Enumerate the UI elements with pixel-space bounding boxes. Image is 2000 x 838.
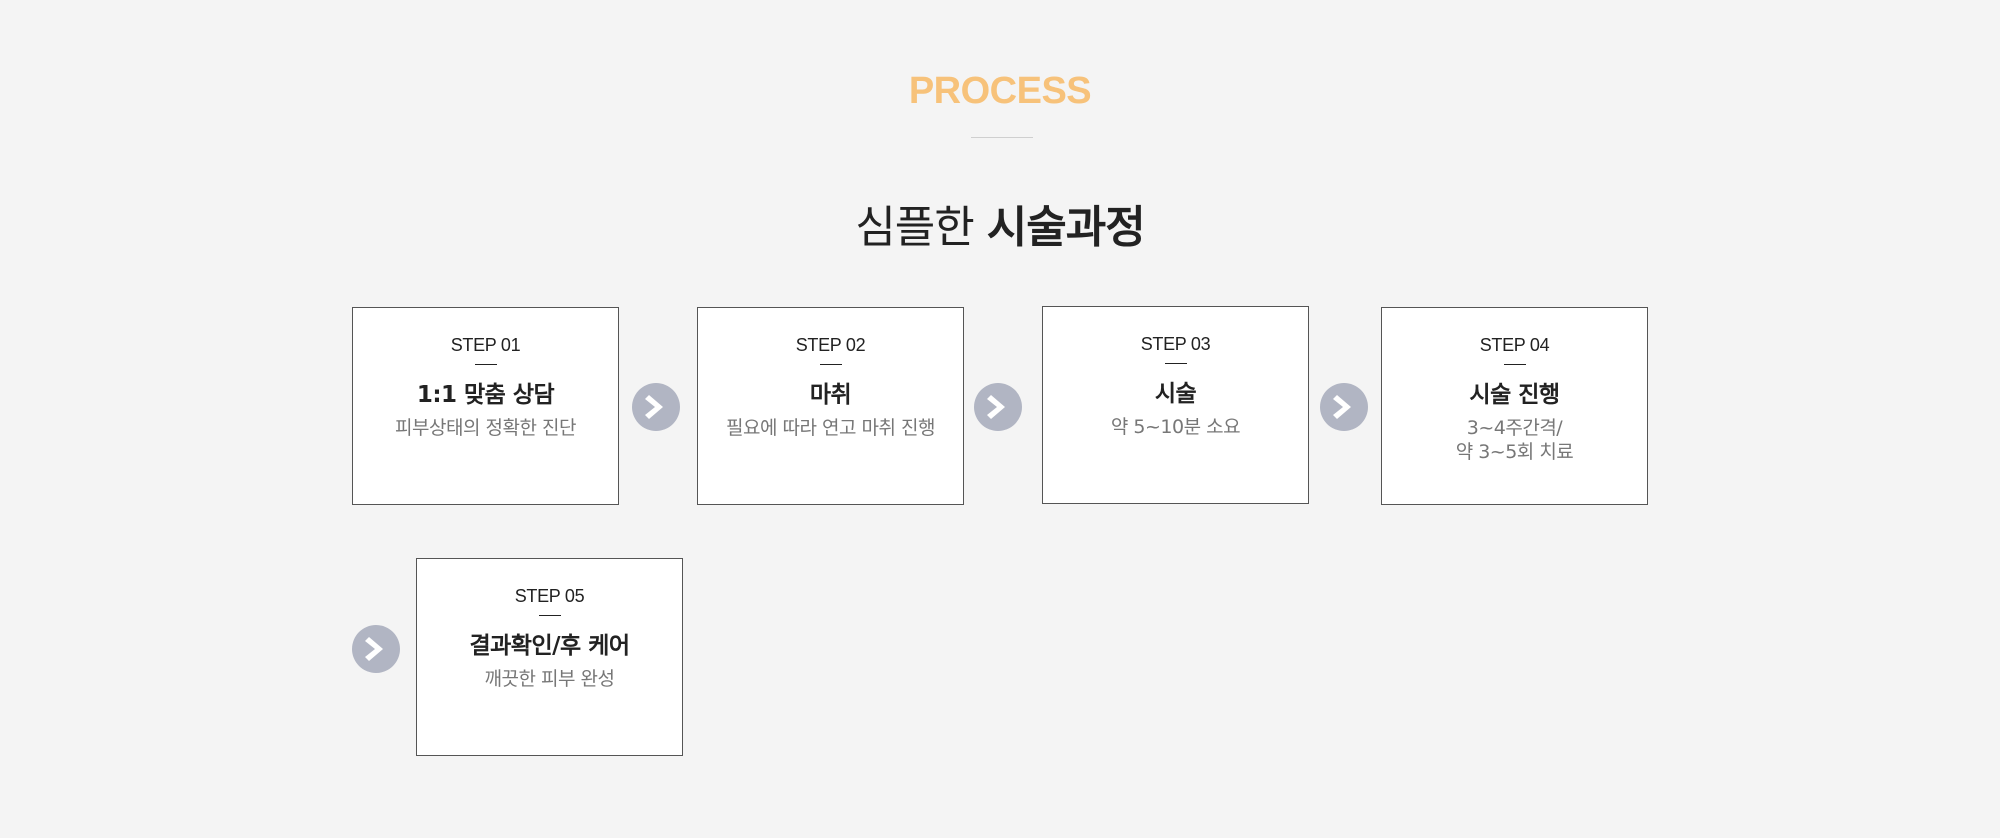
step-label: STEP 04 xyxy=(1479,335,1550,355)
step-title: 시술 xyxy=(1154,381,1197,407)
step-description-line: 피부상태의 정확한 진단 xyxy=(395,417,576,439)
step-title: 시술 진행 xyxy=(1469,382,1560,408)
chevron-right-icon xyxy=(632,383,680,431)
step-card-05: STEP 05 결과확인/후 케어 깨끗한 피부 완성 xyxy=(416,558,683,756)
step-description: 피부상태의 정확한 진단 xyxy=(353,416,618,440)
section-title: 심플한 시술과정 xyxy=(0,191,2000,255)
step-label: STEP 03 xyxy=(1140,334,1211,354)
step-card-03: STEP 03 시술 약 5~10분 소요 xyxy=(1042,306,1309,504)
section-eyebrow: PROCESS xyxy=(908,70,1092,112)
step-divider xyxy=(538,615,561,616)
chevron-right-icon xyxy=(974,383,1022,431)
step-card-01: STEP 01 1:1 맞춤 상담 피부상태의 정확한 진단 xyxy=(352,307,619,505)
step-description-line: 약 3~5회 치료 xyxy=(1455,441,1574,463)
step-label: STEP 01 xyxy=(450,335,521,355)
step-title: 마취 xyxy=(809,382,852,408)
step-description-line: 3~4주간격/ xyxy=(1466,417,1563,439)
step-description: 필요에 따라 연고 마취 진행 xyxy=(698,416,963,440)
step-description-line: 깨끗한 피부 완성 xyxy=(484,668,615,690)
section-title-light: 심플한 xyxy=(855,202,974,253)
step-card-02: STEP 02 마취 필요에 따라 연고 마취 진행 xyxy=(697,307,964,505)
step-title: 1:1 맞춤 상담 xyxy=(416,382,555,408)
chevron-right-icon xyxy=(352,625,400,673)
step-description-line: 필요에 따라 연고 마취 진행 xyxy=(726,417,935,439)
step-divider xyxy=(1164,363,1187,364)
step-description: 3~4주간격/ 약 3~5회 치료 xyxy=(1382,416,1647,464)
step-description-line: 약 5~10분 소요 xyxy=(1110,416,1241,438)
step-divider xyxy=(819,364,842,365)
section-title-bold: 시술과정 xyxy=(986,202,1146,253)
chevron-right-icon xyxy=(1320,383,1368,431)
step-description: 깨끗한 피부 완성 xyxy=(417,667,682,691)
eyebrow-divider xyxy=(971,137,1033,138)
step-divider xyxy=(1503,364,1526,365)
step-title: 결과확인/후 케어 xyxy=(469,633,630,659)
step-label: STEP 05 xyxy=(514,586,585,606)
step-card-04: STEP 04 시술 진행 3~4주간격/ 약 3~5회 치료 xyxy=(1381,307,1648,505)
step-label: STEP 02 xyxy=(795,335,866,355)
step-description: 약 5~10분 소요 xyxy=(1043,415,1308,439)
step-divider xyxy=(474,364,497,365)
